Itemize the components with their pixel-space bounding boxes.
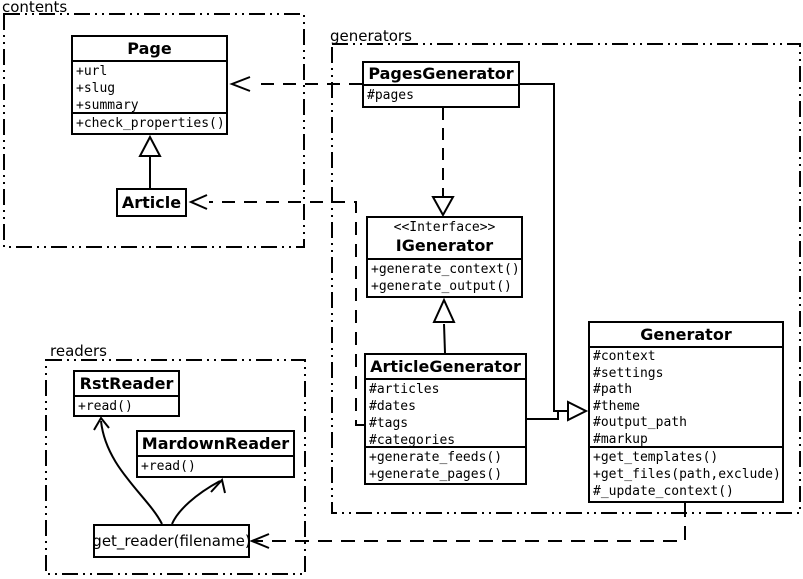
package-label-contents: contents <box>2 0 68 16</box>
generalization-triangle-icon <box>567 400 589 422</box>
method: +get_templates() <box>593 450 719 465</box>
method: +read() <box>78 399 133 414</box>
package-label-generators: generators <box>330 27 412 45</box>
class-articlegenerator-title: ArticleGenerator <box>366 355 525 380</box>
attribute: +url <box>76 64 108 79</box>
method: +generate_output() <box>371 279 512 294</box>
pagesgenerator-extends-generator-line <box>520 83 568 412</box>
interface-stereotype: <<Interface>> <box>393 220 496 235</box>
class-page-methods: +check_properties() <box>73 114 226 132</box>
method: #_update_context() <box>593 484 734 499</box>
class-articlegenerator-methods: +generate_feeds() +generate_pages() <box>366 448 525 483</box>
attribute: #pages <box>367 88 414 103</box>
class-igenerator: <<Interface>> IGenerator +generate_conte… <box>366 216 523 298</box>
class-mardownreader-title: MardownReader <box>138 432 293 457</box>
class-pagesgenerator-attributes: #pages <box>364 86 518 104</box>
method: +generate_pages() <box>369 467 503 482</box>
realization-triangle-icon <box>431 196 455 218</box>
articlegenerator-depends-article-line <box>209 201 364 426</box>
class-page-attributes: +url +slug +summary <box>73 62 226 114</box>
articlegenerator-extends-igenerator-line <box>443 323 446 354</box>
class-igenerator-title: <<Interface>> IGenerator <box>368 218 521 260</box>
class-igenerator-methods: +generate_context() +generate_output() <box>368 260 521 295</box>
class-rstreader: RstReader +read() <box>73 370 180 417</box>
package-generators-border <box>331 43 801 514</box>
attribute: #articles <box>369 382 440 397</box>
class-page-title: Page <box>73 37 226 62</box>
class-generator-title: Generator <box>590 323 782 348</box>
articlegenerator-extends-generator-line <box>527 411 559 420</box>
generator-depends-getreader-line <box>253 503 686 542</box>
generalization-triangle-icon <box>138 134 162 157</box>
package-readers-border <box>45 359 306 575</box>
function-get-reader: get_reader(filename) <box>92 524 251 558</box>
attribute: #output_path <box>593 415 687 430</box>
attribute: #settings <box>593 365 664 381</box>
class-articlegenerator-attributes: #articles #dates #tags #categories <box>366 380 525 448</box>
attribute: +summary <box>76 98 139 113</box>
class-mardownreader: MardownReader +read() <box>136 430 295 478</box>
open-arrowhead-icon <box>210 477 226 494</box>
attribute: #theme <box>593 398 640 414</box>
package-contents-border <box>3 13 305 248</box>
attribute: #tags <box>369 416 409 431</box>
method: +generate_feeds() <box>369 450 503 465</box>
class-article-title: Article <box>121 193 182 212</box>
class-generator-attributes: #context #settings #path #theme #output_… <box>590 348 782 448</box>
class-pagesgenerator-title: PagesGenerator <box>364 63 518 86</box>
class-mardownreader-methods: +read() <box>138 457 293 475</box>
open-arrowhead-icon <box>249 533 270 549</box>
method: +get_files(path,exclude) <box>593 467 781 482</box>
class-pagesgenerator: PagesGenerator #pages <box>362 61 520 108</box>
package-label-readers: readers <box>50 342 107 360</box>
getreader-to-rstreader-curve <box>100 420 163 525</box>
attribute: #categories <box>369 433 456 448</box>
class-articlegenerator: ArticleGenerator #articles #dates #tags … <box>364 353 527 485</box>
attribute: #markup <box>593 431 648 447</box>
getreader-to-mardownreader-curve <box>171 480 221 525</box>
method: +read() <box>141 459 196 474</box>
method: +generate_context() <box>371 262 520 277</box>
function-get-reader-label: get_reader(filename) <box>92 532 251 550</box>
class-rstreader-methods: +read() <box>75 397 178 415</box>
open-arrowhead-icon <box>229 76 251 92</box>
class-generator-methods: +get_templates() +get_files(path,exclude… <box>590 448 782 500</box>
open-arrowhead-icon <box>93 416 110 431</box>
class-article: Article <box>116 188 187 217</box>
class-generator: Generator #context #settings #path #them… <box>588 321 784 503</box>
class-rstreader-title: RstReader <box>75 372 178 397</box>
attribute: #path <box>593 382 633 397</box>
generalization-triangle-icon <box>432 297 456 323</box>
open-arrowhead-icon <box>188 194 208 210</box>
attribute: #dates <box>369 399 416 414</box>
attribute: +slug <box>76 81 116 96</box>
attribute: #context <box>593 349 656 364</box>
class-page: Page +url +slug +summary +check_properti… <box>71 35 228 135</box>
method: +check_properties() <box>76 116 225 131</box>
class-igenerator-name: IGenerator <box>395 236 494 255</box>
